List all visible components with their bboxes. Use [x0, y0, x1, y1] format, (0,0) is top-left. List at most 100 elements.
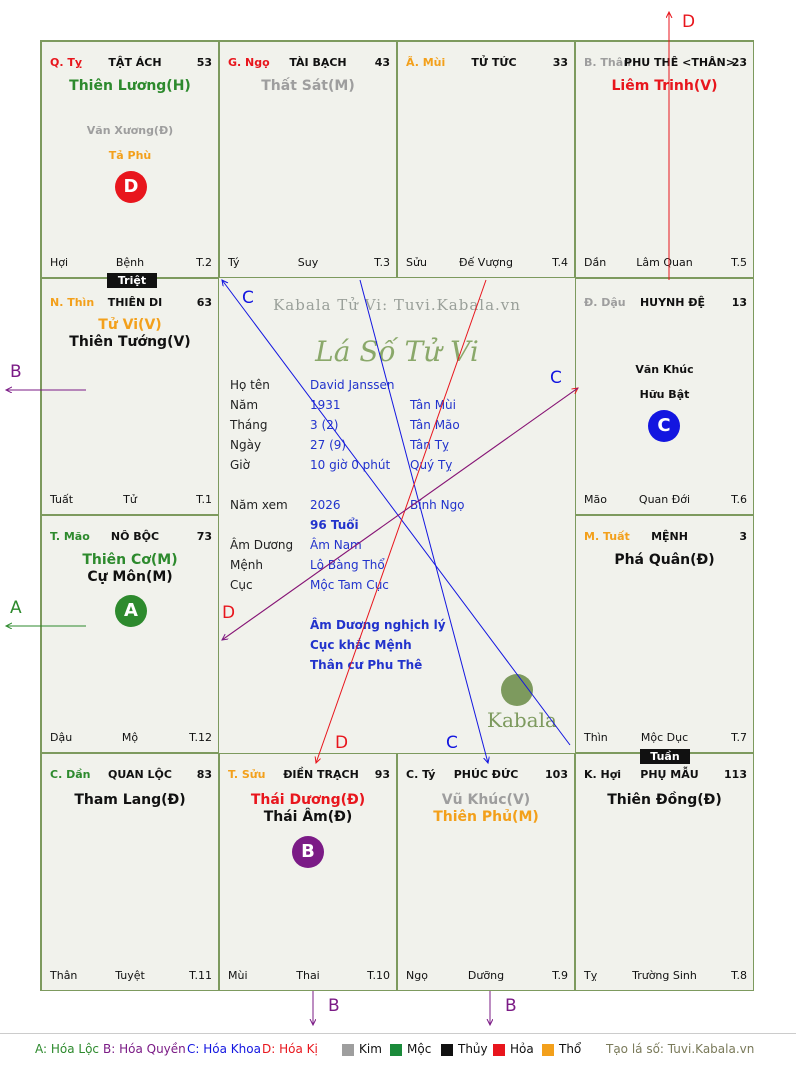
value-ngay: 27 (9)	[310, 438, 347, 452]
life-stage: Dưỡng	[467, 969, 505, 982]
label-d-top: D	[682, 12, 696, 32]
branch: Tuất	[50, 493, 74, 506]
minor-star: Văn Khúc	[635, 363, 694, 376]
branch: Sửu	[406, 256, 427, 269]
can-chi: T. Mão	[50, 530, 90, 543]
value-thang: 3 (2)	[310, 418, 339, 432]
kabala-tree-icon	[501, 674, 533, 706]
note-cuc: Cục khắc Mệnh	[310, 638, 412, 652]
triet-tag: Triệt	[107, 273, 157, 288]
can-chi: Q. Tỵ	[50, 56, 83, 69]
line-blue-1	[222, 280, 571, 746]
can-chi: B. Thân	[584, 56, 631, 69]
label-d-bottom: D	[335, 733, 349, 753]
age-number: 73	[196, 530, 212, 543]
cycle: T.6	[731, 493, 747, 506]
value-menh: Lộ Bàng Thổ	[310, 558, 385, 572]
moc-swatch	[390, 1044, 402, 1056]
life-stage: Lâm Quan	[636, 256, 693, 269]
branch: Dần	[584, 256, 607, 269]
legend-hoa-ki: D: Hóa Kị	[262, 1042, 318, 1056]
age-number: 63	[196, 296, 212, 309]
label-cuc: Cục	[230, 578, 253, 592]
legend-hoa-khoa: C: Hóa Khoa	[187, 1042, 261, 1056]
label-c-top: C	[242, 288, 254, 308]
value-nam-xem: 2026	[310, 498, 341, 512]
tho-swatch	[542, 1044, 554, 1056]
palace-name: TÀI BẠCH	[289, 56, 347, 69]
palace-menh: M. Tuất MỆNH 3 Phá Quân(Đ) Thìn Mộc Dục …	[575, 515, 754, 753]
life-stage: Mộ	[121, 731, 139, 744]
legend-moc: Mộc	[407, 1042, 432, 1056]
branch: Thìn	[584, 731, 608, 744]
life-stage: Mộc Dục	[640, 731, 689, 744]
main-star: Thất Sát(M)	[261, 78, 355, 94]
label-b-left: B	[10, 362, 22, 382]
age-number: 103	[545, 768, 568, 781]
minor-star: Văn Xương(Đ)	[86, 124, 174, 137]
note-than: Thân cư Phu Thê	[310, 658, 423, 672]
value-nam-xem-can: Bính Ngọ	[410, 498, 465, 512]
legend-hoa-loc: A: Hóa Lộc	[35, 1042, 100, 1056]
label-thang: Tháng	[230, 418, 268, 432]
label-b-bottom1: B	[328, 996, 340, 1016]
center-panel: Kabala Tử Vi: Tuvi.Kabala.vn Lá Số Tử Vi…	[219, 278, 575, 753]
palace-name: PHÚC ĐỨC	[453, 768, 519, 781]
palace-name: ĐIỀN TRẠCH	[283, 768, 359, 781]
palace-name: THIÊN DI	[107, 296, 163, 309]
cycle: T.5	[731, 256, 747, 269]
value-gio-can: Quý Tỵ	[410, 458, 453, 472]
age-number: 33	[552, 56, 568, 69]
hoa-loc-badge: A	[115, 595, 147, 627]
value-nam-can: Tân Mùi	[410, 398, 456, 412]
age-number: 43	[374, 56, 390, 69]
kim-swatch	[342, 1044, 354, 1056]
palace-huynh-de: Đ. Dậu HUYNH ĐỆ 13 Văn Khúc Hữu Bật C Mã…	[575, 278, 754, 515]
chart-title: Lá Số Tử Vi	[315, 335, 479, 368]
label-ho-ten: Họ tên	[230, 378, 270, 392]
age-number: 93	[374, 768, 390, 781]
label-b-bottom2: B	[505, 996, 517, 1016]
life-stage: Tử	[123, 493, 137, 506]
branch: Mão	[584, 493, 607, 506]
can-chi: M. Tuất	[584, 530, 630, 543]
can-chi: Đ. Dậu	[584, 296, 626, 309]
palace-name: TẬT ÁCH	[108, 56, 162, 69]
cycle: T.8	[731, 969, 747, 982]
cycle: T.9	[552, 969, 568, 982]
life-stage: Trường Sinh	[632, 969, 697, 982]
cycle: T.2	[196, 256, 212, 269]
tuan-tag: Tuần	[640, 749, 690, 764]
thuy-swatch	[441, 1044, 453, 1056]
legend-thuy: Thủy	[458, 1042, 488, 1056]
branch: Tỵ	[584, 969, 598, 982]
label-nam: Năm	[230, 398, 259, 412]
can-chi: Ã. Mùi	[406, 56, 446, 69]
label-d-mid: D	[222, 603, 236, 623]
main-star: Thiên Lương(H)	[69, 78, 191, 94]
palace-dien-trach: T. Sửu ĐIỀN TRẠCH 93 Thái Dương(Đ) Thái …	[219, 753, 397, 991]
value-cuc: Mộc Tam Cục	[310, 578, 389, 592]
palace-name: PHỤ MẪU	[640, 768, 699, 781]
can-chi: K. Hợi	[584, 768, 622, 781]
cycle: T.12	[189, 731, 212, 744]
cycle: T.11	[189, 969, 212, 982]
branch: Hợi	[50, 256, 69, 269]
label-ngay: Ngày	[230, 438, 262, 452]
palace-phu-mau: K. Hợi PHỤ MẪU 113 Thiên Đồng(Đ) Tỵ Trườ…	[575, 753, 754, 991]
value-am-duong: Âm Nam	[310, 538, 362, 552]
legend-hoa: Hỏa	[510, 1042, 534, 1056]
can-chi: C. Tý	[406, 768, 436, 781]
main-star: Thiên Tướng(V)	[69, 334, 191, 350]
palace-tu-tuc: Ã. Mùi TỬ TỨC 33 Sửu Đế Vượng T.4	[397, 41, 575, 278]
site-credit: Tạo lá số: Tuvi.Kabala.vn	[606, 1042, 755, 1056]
age-number: 23	[731, 56, 747, 69]
value-gio: 10 giờ 0 phút	[310, 458, 391, 472]
hoa-quyen-badge: B	[292, 836, 324, 868]
palace-name: MỆNH	[651, 530, 688, 543]
value-ngay-can: Tân Tỵ	[410, 438, 450, 452]
main-star: Cự Môn(M)	[87, 569, 173, 585]
legend-kim: Kim	[359, 1042, 382, 1056]
minor-star: Tả Phù	[108, 149, 152, 162]
